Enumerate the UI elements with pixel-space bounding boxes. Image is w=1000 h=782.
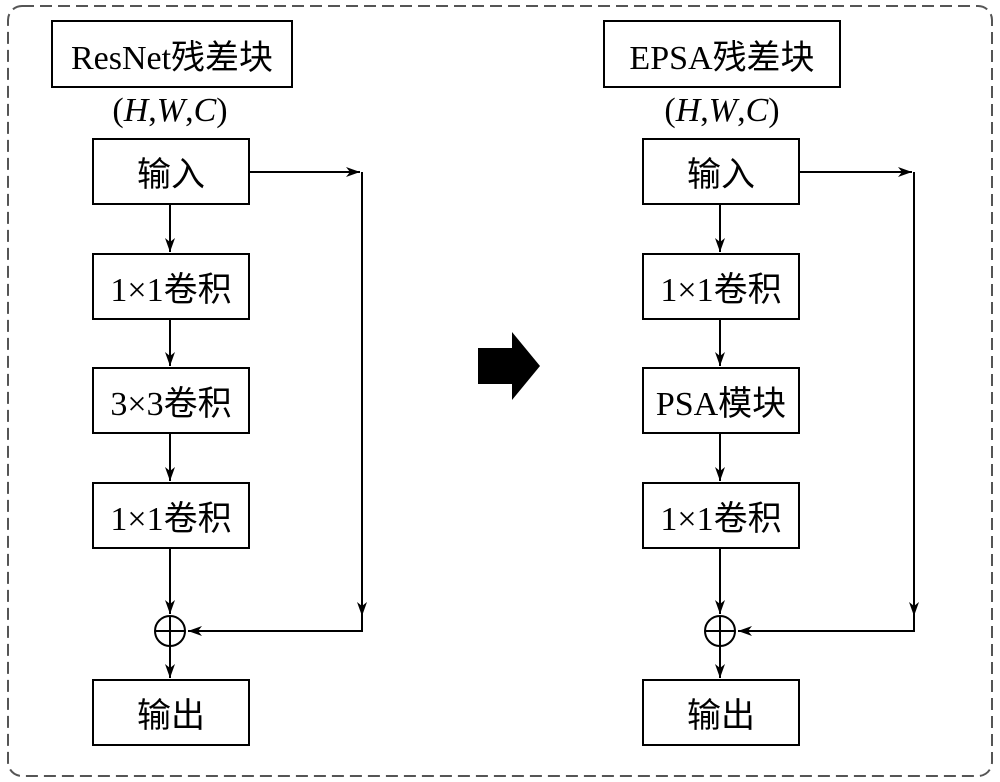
left-skip-return [188, 616, 363, 636]
outer-dashed-frame [7, 5, 993, 777]
left-input-block: 输入 [92, 138, 250, 205]
right-psa-module-block: PSA模块 [642, 367, 800, 434]
right-conv1x1-block-1: 1×1卷积 [642, 253, 800, 320]
right-skip-return [738, 616, 915, 636]
right-input-block: 输入 [642, 138, 800, 205]
left-conv1x1-block-2: 1×1卷积 [92, 482, 250, 549]
left-input-dims: (H,W,C) [112, 92, 228, 129]
right-input-dims: (H,W,C) [664, 92, 780, 129]
left-output-block: 输出 [92, 679, 250, 746]
right-conv1x1-block-2: 1×1卷积 [642, 482, 800, 549]
right-title-box: EPSA残差块 [603, 20, 841, 88]
left-conv3x3-block: 3×3卷积 [92, 367, 250, 434]
transition-arrow [478, 332, 540, 400]
left-title-box: ResNet残差块 [51, 20, 293, 88]
right-output-block: 输出 [642, 679, 800, 746]
left-conv1x1-block-1: 1×1卷积 [92, 253, 250, 320]
